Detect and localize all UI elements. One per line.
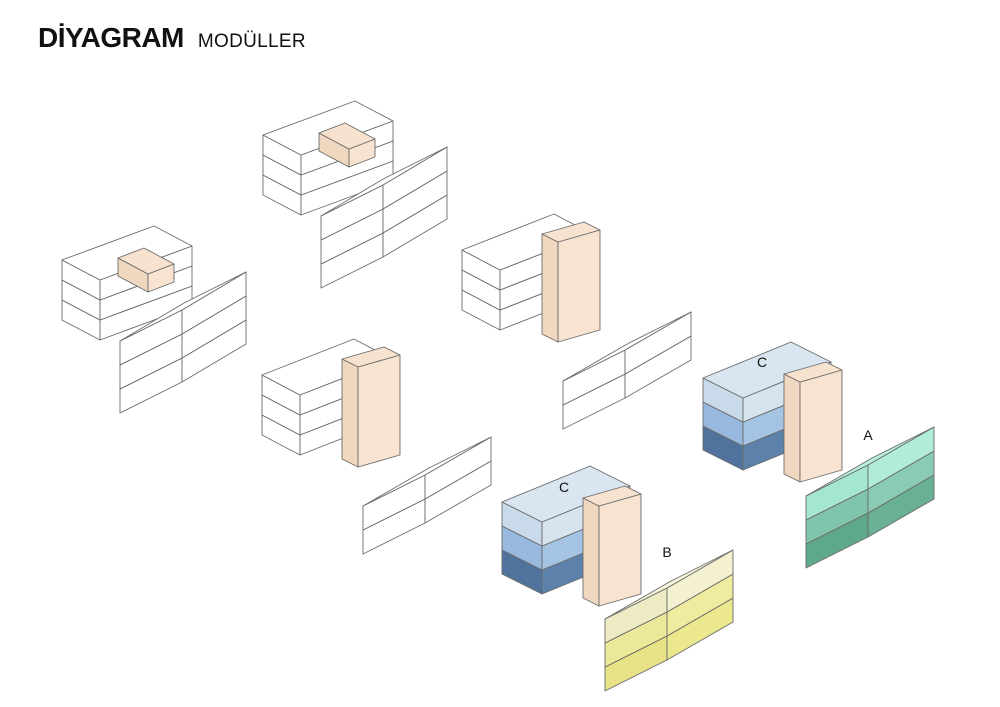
header: DİYAGRAM MODÜLLER xyxy=(38,22,306,54)
label-c-right: C xyxy=(757,354,767,370)
g3-core-left-face xyxy=(541,233,559,343)
g2-core-top-face xyxy=(318,122,376,150)
g3-core-right-face xyxy=(557,229,601,343)
g5-b-stack-layer-3-top-face xyxy=(604,549,734,620)
g6-a-stack-layer-3-top-face xyxy=(805,426,935,497)
g5-core-top-face xyxy=(582,485,642,507)
g4-core-left-face xyxy=(341,358,359,468)
g5-core-right-face xyxy=(598,493,642,607)
page-title: DİYAGRAM xyxy=(38,22,184,53)
g6-core-right-face xyxy=(799,369,843,483)
label-c-center: C xyxy=(559,479,569,495)
g6-core-top-face xyxy=(783,361,843,383)
label-b: B xyxy=(662,544,671,560)
g6-core-left-face xyxy=(783,373,801,483)
g1-core-top-face xyxy=(117,247,175,275)
g2-block-layer-3-top-face xyxy=(320,146,448,217)
label-a: A xyxy=(863,427,873,443)
g4-block-layer-2-top-face xyxy=(362,436,492,507)
g1-block-layer-3-top-face xyxy=(119,271,247,342)
g4-core-right-face xyxy=(357,354,401,468)
page-subtitle: MODÜLLER xyxy=(197,31,306,52)
g3-core-top-face xyxy=(541,221,601,243)
g3-block-layer-2-top-face xyxy=(562,311,692,382)
g4-core-top-face xyxy=(341,346,401,368)
g5-core-left-face xyxy=(582,497,600,607)
